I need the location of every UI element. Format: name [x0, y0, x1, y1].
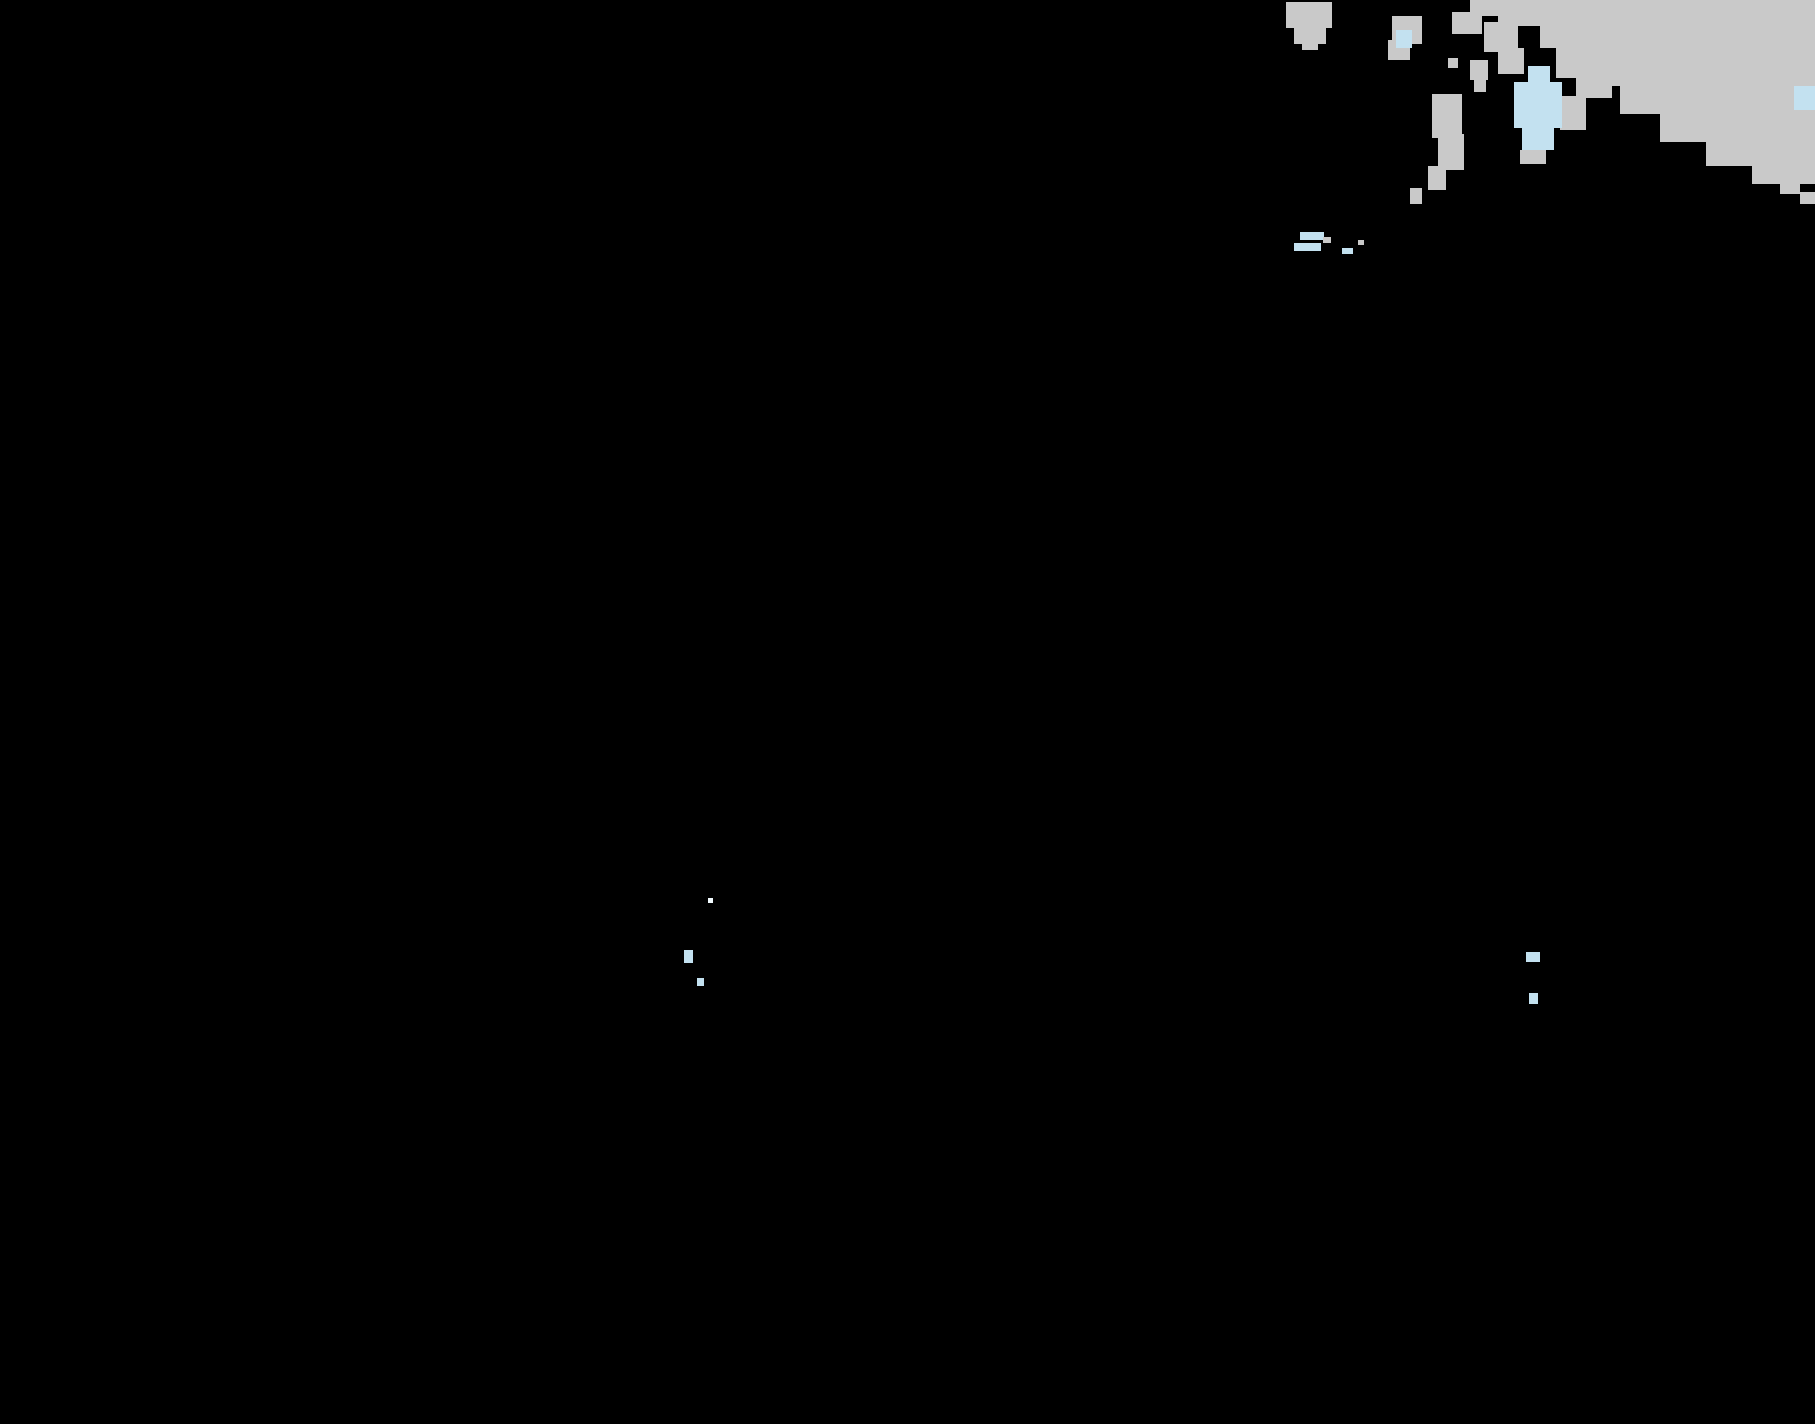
radar-echo-cell	[1660, 112, 1815, 142]
radar-echo-cell	[1302, 42, 1318, 50]
radar-echo-cell	[1752, 164, 1815, 184]
radar-echo-cell	[1528, 66, 1550, 84]
radar-echo-cell	[1780, 180, 1800, 194]
radar-echo-cell	[1428, 166, 1446, 190]
radar-echo-cell	[1323, 237, 1331, 243]
radar-echo-cell	[1452, 12, 1482, 34]
radar-echo-cell	[1514, 82, 1562, 128]
radar-echo-cell	[1540, 0, 1604, 48]
radar-echo-cell	[1520, 150, 1546, 164]
radar-echo-cell	[1286, 2, 1332, 28]
radar-echo-cell	[1484, 22, 1518, 52]
radar-echo-cell	[684, 950, 693, 963]
radar-echo-cell	[1438, 134, 1464, 170]
radar-echo-cell	[1300, 232, 1324, 240]
radar-echo-cell	[1526, 952, 1540, 962]
radar-echo-cell	[1474, 76, 1486, 92]
radar-echo-cell	[1432, 94, 1462, 138]
radar-echo-cell	[1448, 58, 1458, 68]
radar-echo-cell	[1410, 188, 1422, 204]
radar-echo-cell	[1529, 993, 1538, 1004]
radar-echo-cell	[697, 978, 704, 986]
radar-echo-cell	[1498, 0, 1546, 26]
radar-echo-cell	[1358, 240, 1364, 245]
radar-echo-cell	[1396, 30, 1412, 48]
radar-echo-cell	[1556, 44, 1608, 78]
radar-echo-cell	[1794, 86, 1815, 110]
radar-echo-cell	[1522, 126, 1554, 150]
radar-echo-cell	[1576, 74, 1612, 98]
radar-echo-cell	[1620, 80, 1815, 114]
radar-echo-cell	[1596, 0, 1815, 86]
radar-echo-cell	[1342, 248, 1353, 254]
radar-echo-cell	[1294, 243, 1321, 251]
radar-echo-cell	[1498, 48, 1524, 74]
radar-echo-cell	[708, 898, 713, 903]
radar-echo-cell	[1560, 96, 1586, 130]
radar-echo-cell	[1470, 60, 1488, 80]
radar-echo-cell	[1294, 26, 1326, 44]
radar-echo-cell	[1800, 192, 1815, 204]
radar-echo-cell	[1706, 140, 1815, 166]
